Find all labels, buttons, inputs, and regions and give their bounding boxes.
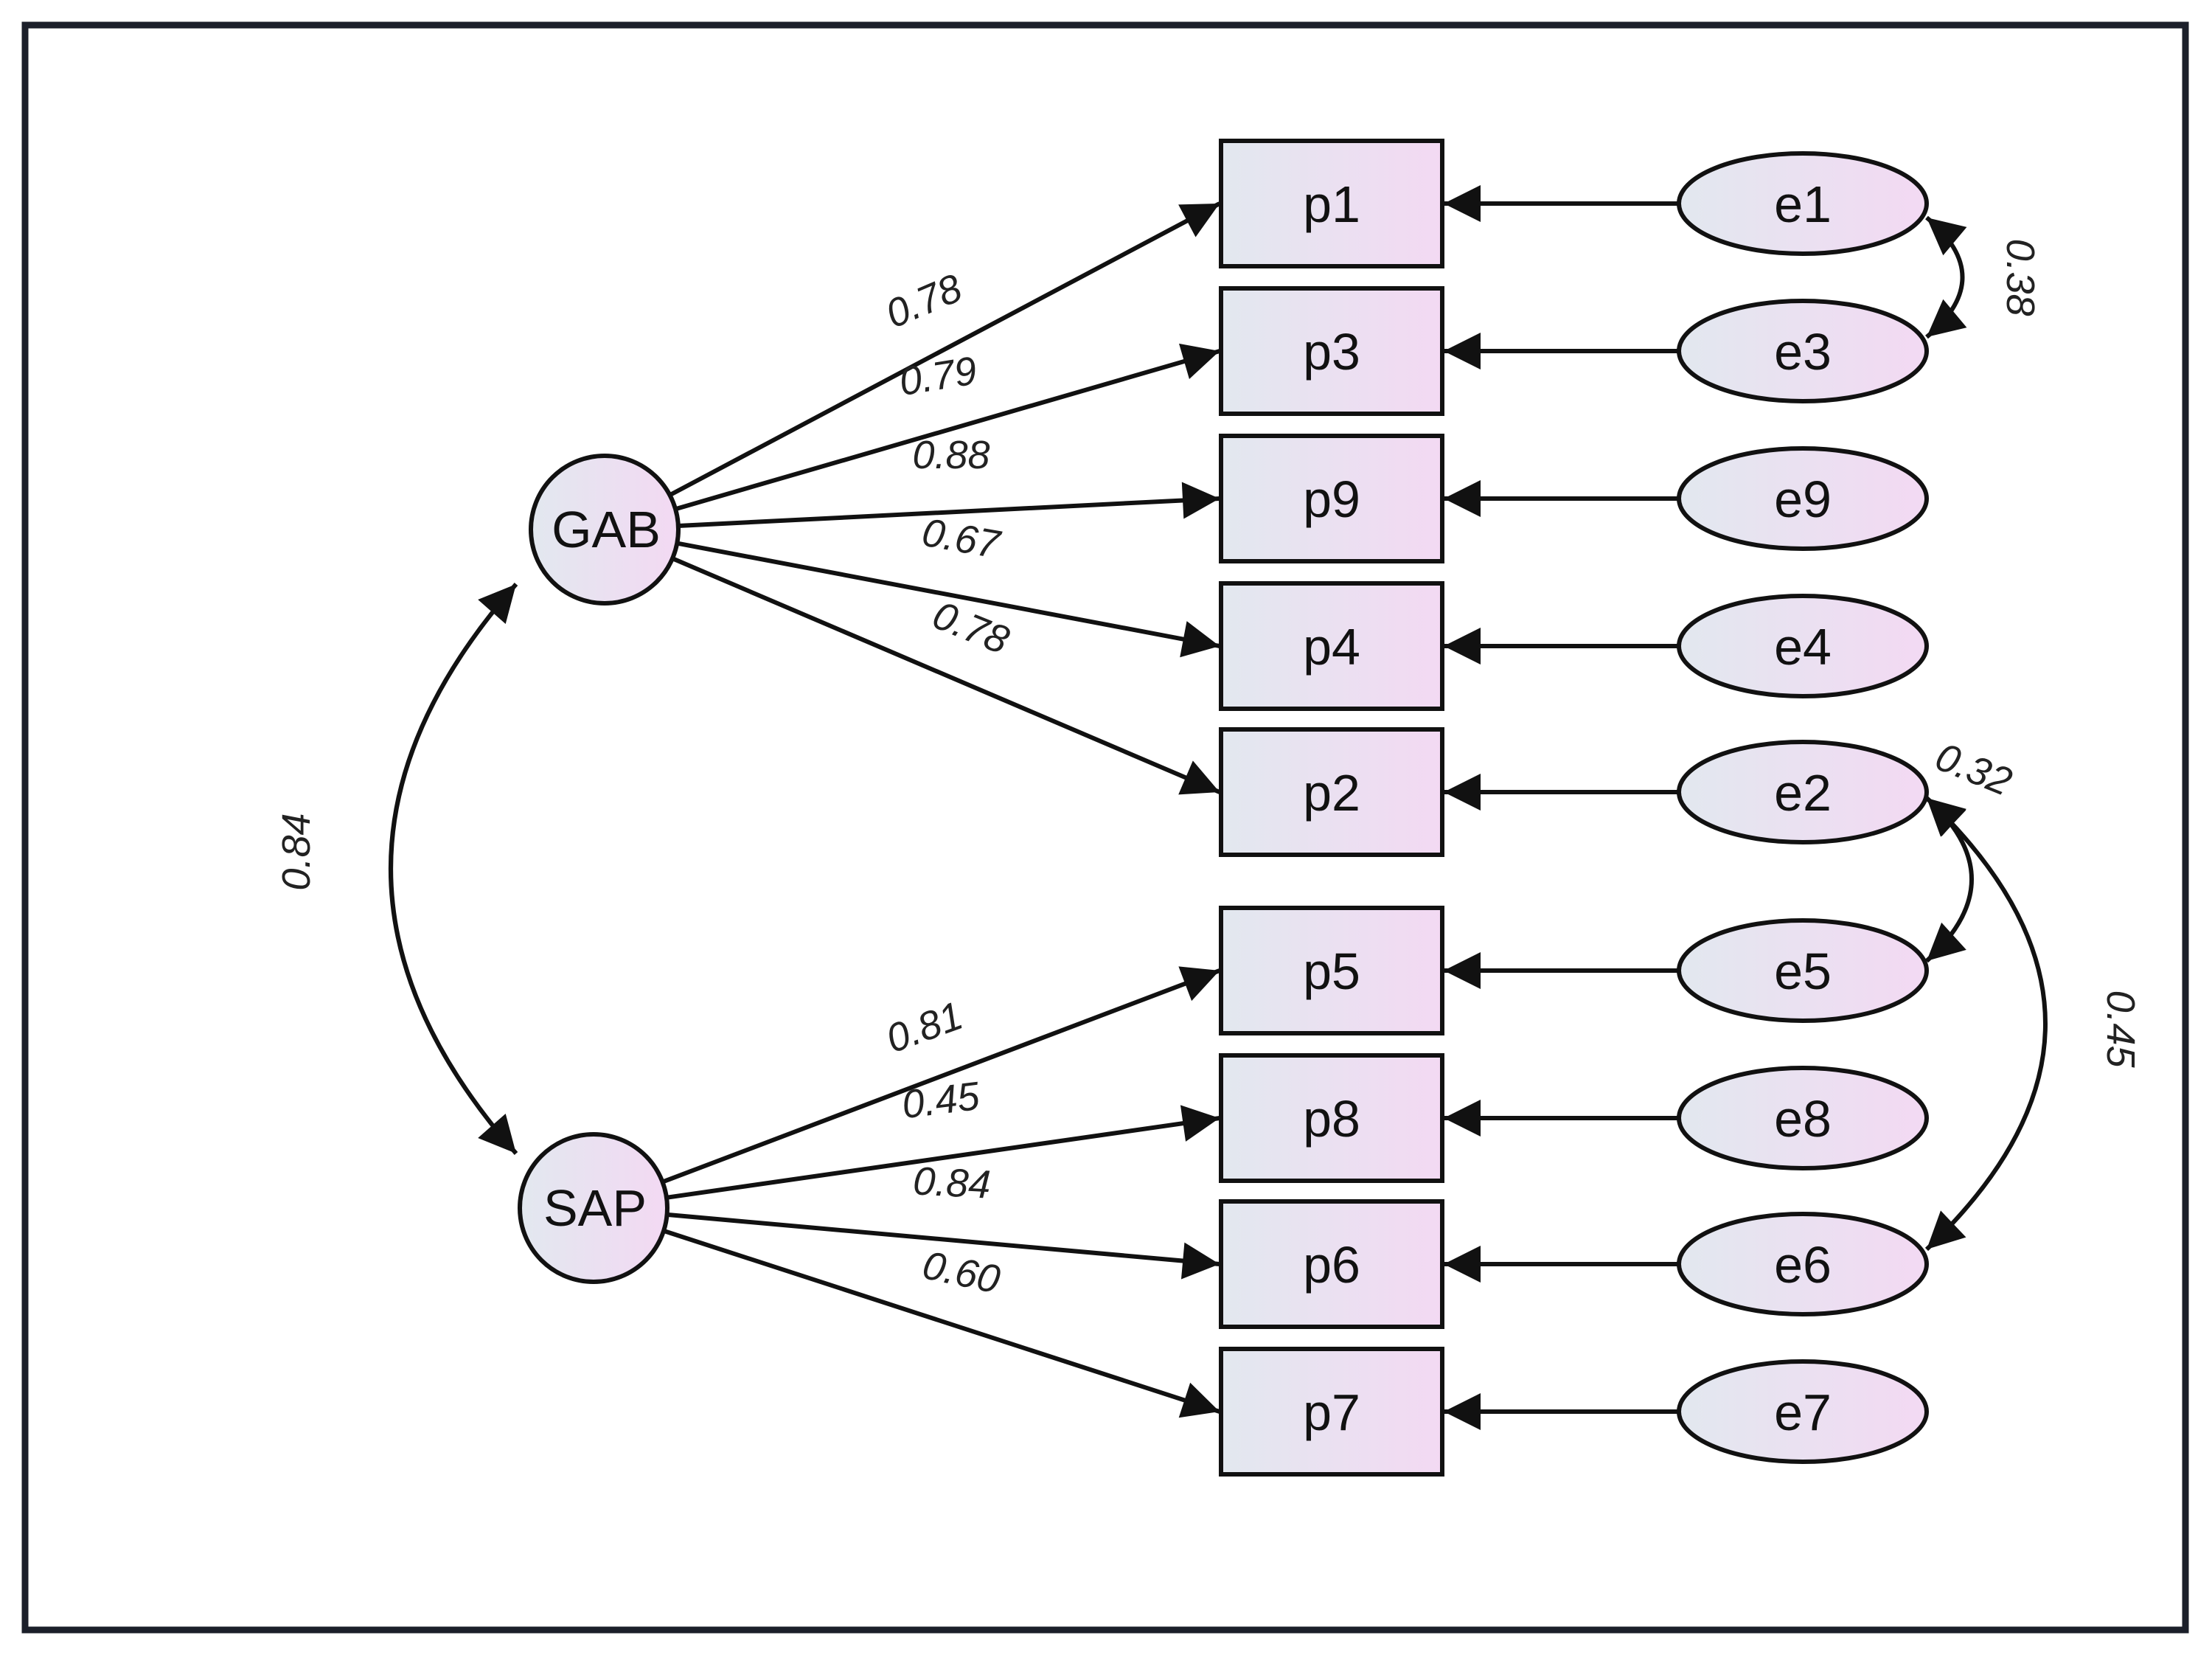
loading-label-p6: 0.84 (912, 1159, 992, 1207)
loading-label-p9: 0.88 (912, 433, 990, 477)
latent-label-SAP: SAP (543, 1179, 647, 1237)
covariance-arc-e2-e6 (1924, 796, 2048, 1252)
indicator-label-p1: p1 (1303, 176, 1360, 233)
error-ellipse-e8 (1677, 1066, 1929, 1170)
indicator-box-p3 (1219, 286, 1444, 416)
indicator-label-p6: p6 (1303, 1236, 1360, 1294)
indicator-box-p9 (1219, 434, 1444, 563)
loading-arrow-p6 (667, 1212, 1220, 1280)
error-label-e5: e5 (1774, 943, 1832, 1000)
error-ellipse-e4 (1677, 594, 1929, 698)
error-label-e2: e2 (1774, 764, 1832, 822)
indicator-label-p9: p9 (1303, 471, 1360, 528)
error-label-e3: e3 (1774, 323, 1832, 381)
error-ellipse-e6 (1677, 1212, 1929, 1316)
indicator-label-p7: p7 (1303, 1384, 1360, 1441)
covariance-label-e1-e3: 0.38 (1998, 238, 2042, 316)
latent-label-GAB: GAB (552, 501, 661, 558)
error-ellipse-e5 (1677, 918, 1929, 1023)
error-label-e8: e8 (1774, 1090, 1832, 1148)
loading-arrow-p2 (671, 556, 1221, 795)
loading-arrow-p8 (666, 1105, 1220, 1200)
loading-arrow-p5 (661, 966, 1221, 1184)
error-label-e4: e4 (1774, 618, 1832, 676)
indicator-box-p5 (1219, 906, 1444, 1035)
covariance-label-GAB-SAP: 0.84 (274, 813, 319, 890)
error-label-e1: e1 (1774, 176, 1832, 233)
loading-arrow-p4 (676, 541, 1220, 658)
error-label-e7: e7 (1774, 1384, 1832, 1441)
latent-circle-GAB (529, 454, 681, 606)
indicator-box-p8 (1219, 1053, 1444, 1183)
latent-circle-SAP (518, 1132, 669, 1284)
error-ellipse-e9 (1677, 446, 1929, 551)
indicator-label-p2: p2 (1303, 764, 1360, 822)
loading-arrow-p3 (675, 343, 1220, 512)
indicator-label-p3: p3 (1303, 323, 1360, 381)
loading-arrow-p7 (663, 1228, 1220, 1418)
error-ellipse-e3 (1677, 299, 1929, 403)
loading-arrow-p9 (678, 482, 1220, 528)
indicator-box-p1 (1219, 139, 1444, 268)
indicator-box-p2 (1219, 727, 1444, 857)
indicator-box-p4 (1219, 581, 1444, 711)
loading-label-p8: 0.45 (900, 1074, 983, 1127)
error-ellipse-e2 (1677, 740, 1929, 844)
indicator-box-p7 (1219, 1347, 1444, 1477)
error-label-e6: e6 (1774, 1236, 1832, 1294)
error-ellipse-e7 (1677, 1359, 1929, 1464)
error-label-e9: e9 (1774, 471, 1832, 528)
covariance-arc-e1-e3 (1925, 215, 1967, 339)
covariance-label-e2-e6: 0.45 (2098, 990, 2143, 1068)
loading-arrow-p1 (668, 201, 1221, 497)
indicator-label-p5: p5 (1303, 943, 1360, 1000)
indicator-box-p6 (1219, 1199, 1444, 1329)
covariance-arc-GAB-SAP (389, 583, 518, 1155)
error-ellipse-e1 (1677, 151, 1929, 256)
indicator-label-p8: p8 (1303, 1090, 1360, 1148)
indicator-label-p4: p4 (1303, 618, 1360, 676)
